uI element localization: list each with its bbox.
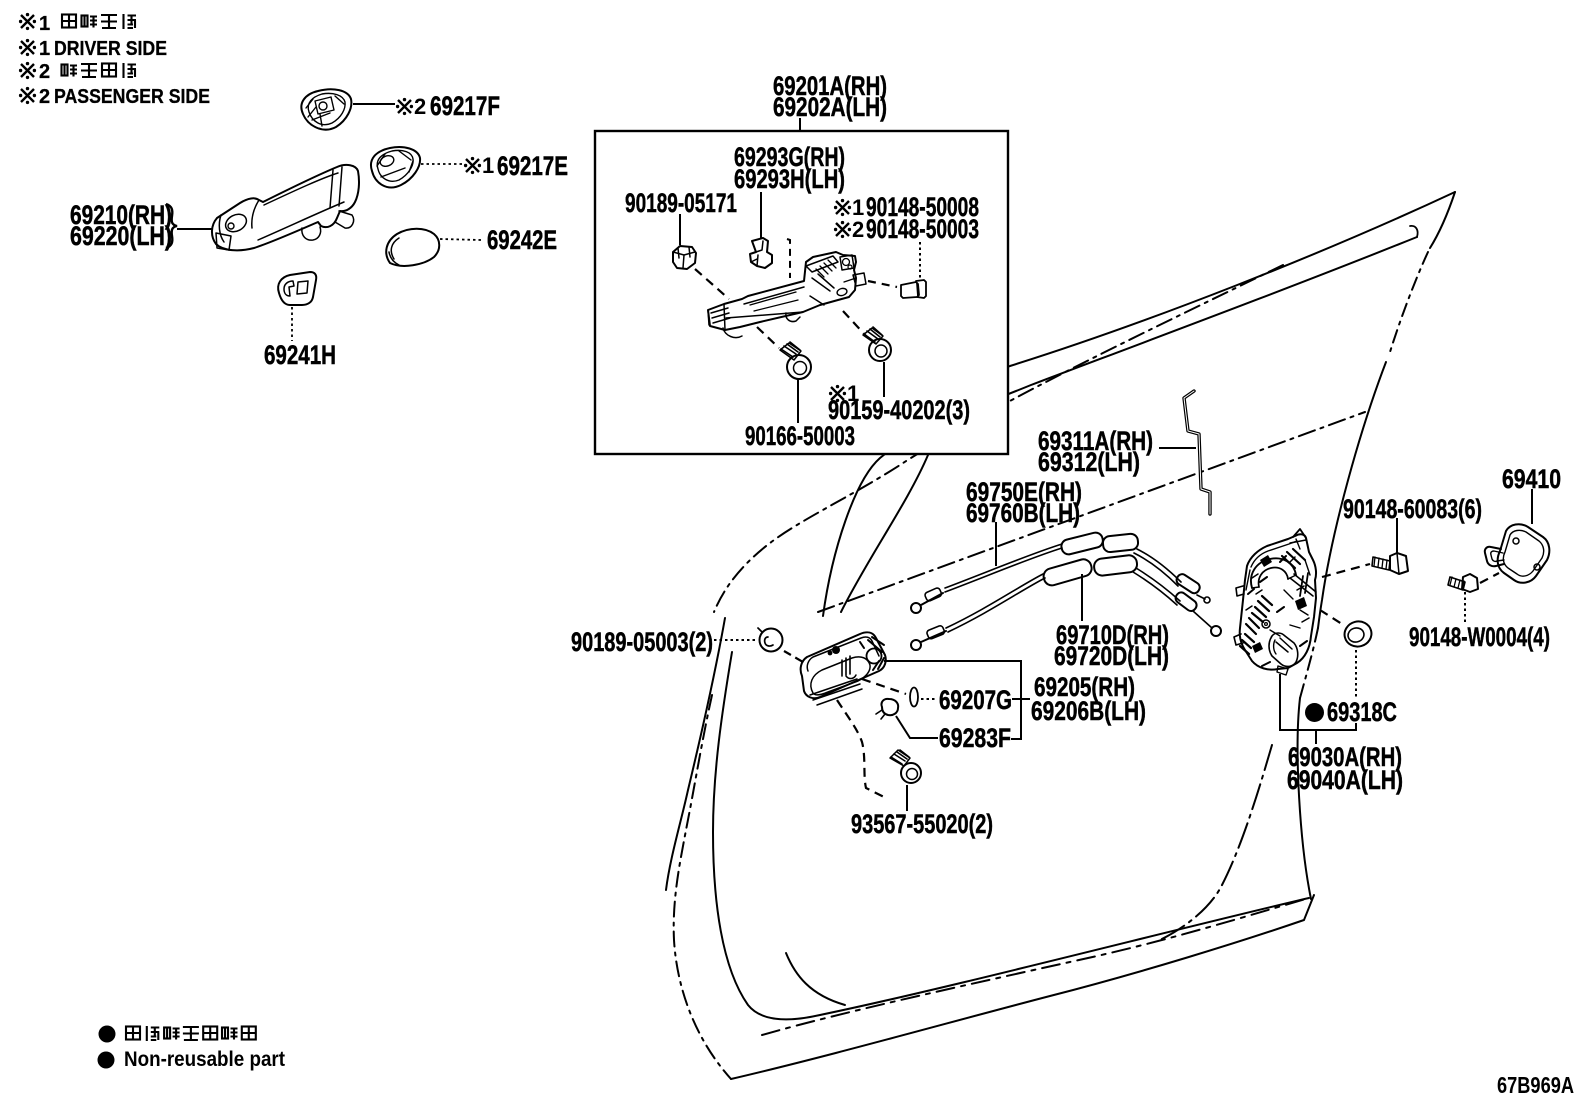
svg-text:69318C: 69318C xyxy=(1327,697,1397,727)
svg-text:69201A(RH): 69201A(RH) xyxy=(773,71,887,101)
svg-text:69030A(RH): 69030A(RH) xyxy=(1288,742,1402,772)
svg-text:69040A(LH): 69040A(LH) xyxy=(1287,765,1403,795)
svg-text:90148-50003: 90148-50003 xyxy=(866,214,979,244)
svg-text:69750E(RH): 69750E(RH) xyxy=(966,477,1082,507)
svg-text:69210(RH): 69210(RH) xyxy=(70,200,172,230)
svg-text:69207G: 69207G xyxy=(939,685,1012,715)
svg-text:1: 1 xyxy=(39,38,50,60)
svg-text:69283F: 69283F xyxy=(939,723,1011,753)
svg-text:90148-50008: 90148-50008 xyxy=(866,192,979,222)
svg-text:69710D(RH): 69710D(RH) xyxy=(1056,620,1169,650)
svg-text:90166-50003: 90166-50003 xyxy=(745,421,855,451)
svg-text:69720D(LH): 69720D(LH) xyxy=(1054,641,1169,671)
svg-text:1: 1 xyxy=(847,381,859,406)
svg-text:DRIVER SIDE: DRIVER SIDE xyxy=(54,38,167,60)
svg-text:2: 2 xyxy=(39,86,50,108)
svg-text:69206B(LH): 69206B(LH) xyxy=(1031,696,1146,726)
svg-text:69205(RH): 69205(RH) xyxy=(1034,672,1135,702)
svg-text:90159-40202(3): 90159-40202(3) xyxy=(828,395,970,425)
svg-text:69760B(LH): 69760B(LH) xyxy=(966,498,1080,528)
svg-text:69202A(LH): 69202A(LH) xyxy=(773,92,887,122)
svg-text:69311A(RH): 69311A(RH) xyxy=(1038,426,1153,456)
svg-text:2: 2 xyxy=(414,94,426,119)
svg-text:69293G(RH): 69293G(RH) xyxy=(734,142,845,172)
svg-text:69410: 69410 xyxy=(1502,464,1561,494)
svg-text:69217E: 69217E xyxy=(497,151,568,181)
svg-text:67B969A: 67B969A xyxy=(1497,1072,1574,1098)
svg-text:93567-55020(2): 93567-55020(2) xyxy=(851,809,993,839)
svg-text:69293H(LH): 69293H(LH) xyxy=(734,164,845,194)
svg-text:90148-60083(6): 90148-60083(6) xyxy=(1343,494,1482,524)
svg-text:69241H: 69241H xyxy=(264,340,336,370)
svg-text:1: 1 xyxy=(39,13,50,35)
svg-text:69312(LH): 69312(LH) xyxy=(1038,447,1140,477)
svg-text:PASSENGER SIDE: PASSENGER SIDE xyxy=(54,86,210,108)
svg-text:Non-reusable part: Non-reusable part xyxy=(124,1048,285,1071)
svg-text:90148-W0004(4): 90148-W0004(4) xyxy=(1409,622,1550,652)
svg-text:1: 1 xyxy=(482,153,494,178)
svg-text:69242E: 69242E xyxy=(487,225,557,255)
svg-text:69217F: 69217F xyxy=(430,91,500,121)
svg-text:1: 1 xyxy=(852,195,864,220)
svg-text:90189-05171: 90189-05171 xyxy=(625,188,737,218)
svg-text:90189-05003(2): 90189-05003(2) xyxy=(571,627,713,657)
svg-text:69220(LH): 69220(LH) xyxy=(70,221,172,251)
svg-text:2: 2 xyxy=(852,217,864,242)
svg-text:2: 2 xyxy=(39,61,50,83)
